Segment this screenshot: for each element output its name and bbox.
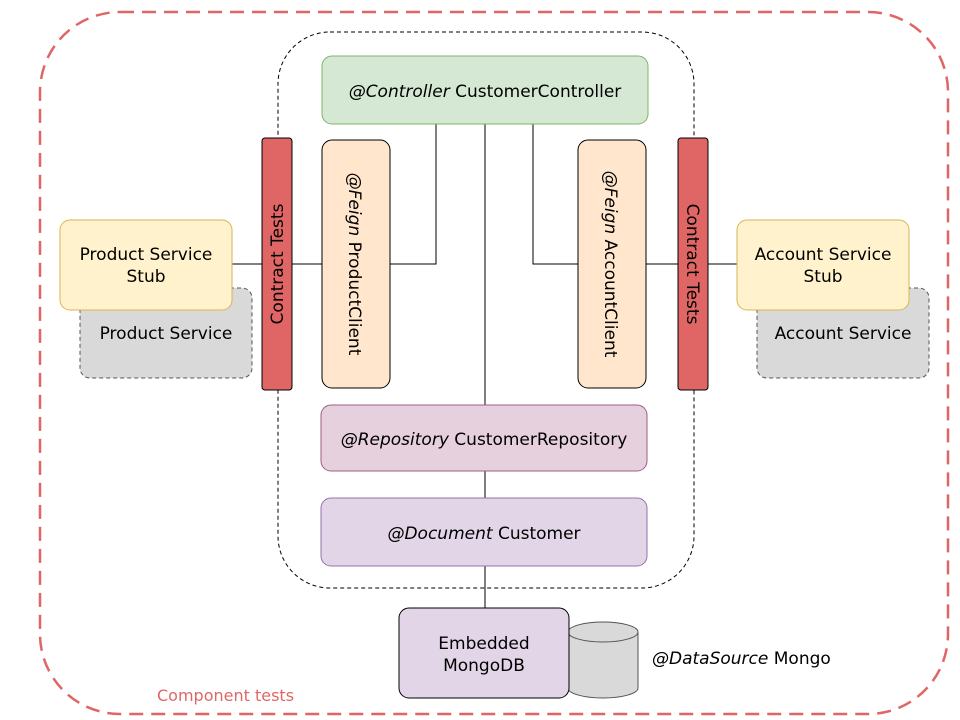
svg-text:@Feign AccountClient: @Feign AccountClient [600, 171, 620, 358]
product-service-label: Product Service [100, 324, 233, 344]
repository-box: @Repository CustomerRepository [320, 404, 648, 472]
feign-product-name: ProductClient [344, 242, 364, 356]
svg-text:@Feign ProductClient: @Feign ProductClient [344, 173, 364, 356]
svg-text:@Repository CustomerRep: @Repository CustomerRepository [341, 430, 628, 450]
svg-text:@Controller CustomerCon: @Controller CustomerController [349, 82, 622, 102]
mongodb-label-line2: MongoDB [443, 656, 525, 676]
svg-text:@Document Customer: @Document Customer [387, 524, 580, 544]
datasource-label: @DataSource Mongo [652, 649, 831, 669]
repository-annotation: @Repository [341, 430, 450, 450]
document-name: Customer [498, 524, 581, 544]
account-stub-box: Account Service Stub [736, 219, 910, 311]
database-cylinder-icon [567, 621, 639, 699]
feign-product-client-box: @Feign ProductClient [321, 139, 391, 389]
product-stub-box: Product Service Stub [59, 219, 233, 311]
component-tests-label: Component tests [157, 686, 294, 705]
datasource-annotation: @DataSource [652, 649, 768, 669]
document-annotation: @Document [387, 524, 493, 544]
component-tests-boundary [38, 10, 950, 716]
datasource-name: Mongo [774, 649, 831, 669]
account-service-label: Account Service [775, 324, 912, 344]
feign-account-annotation: @Feign [600, 171, 620, 235]
feign-product-annotation: @Feign [344, 173, 364, 237]
contract-tests-right-label: Contract Tests [682, 204, 702, 325]
account-stub-label-line1: Account Service [755, 245, 892, 265]
contract-tests-left-label: Contract Tests [268, 203, 288, 324]
embedded-mongodb-box: Embedded MongoDB [398, 607, 570, 699]
connectors [232, 124, 737, 608]
contract-tests-right: Contract Tests [677, 137, 709, 391]
product-stub-label-line1: Product Service [80, 245, 213, 265]
mongodb-label-line1: Embedded [438, 634, 529, 654]
connector-controller-feign-account [532, 124, 578, 265]
controller-box: @Controller CustomerController [321, 55, 649, 125]
account-stub-label-line2: Stub [803, 267, 842, 287]
product-stub-label-line2: Stub [126, 267, 165, 287]
connector-feign-product-controller [390, 124, 437, 265]
feign-account-client-box: @Feign AccountClient [577, 139, 647, 389]
contract-tests-left: Contract Tests [261, 137, 293, 391]
feign-account-name: AccountClient [600, 240, 620, 358]
controller-name: CustomerController [455, 82, 621, 102]
controller-annotation: @Controller [349, 82, 451, 102]
repository-name: CustomerRepository [454, 430, 627, 450]
document-box: @Document Customer [320, 497, 648, 567]
